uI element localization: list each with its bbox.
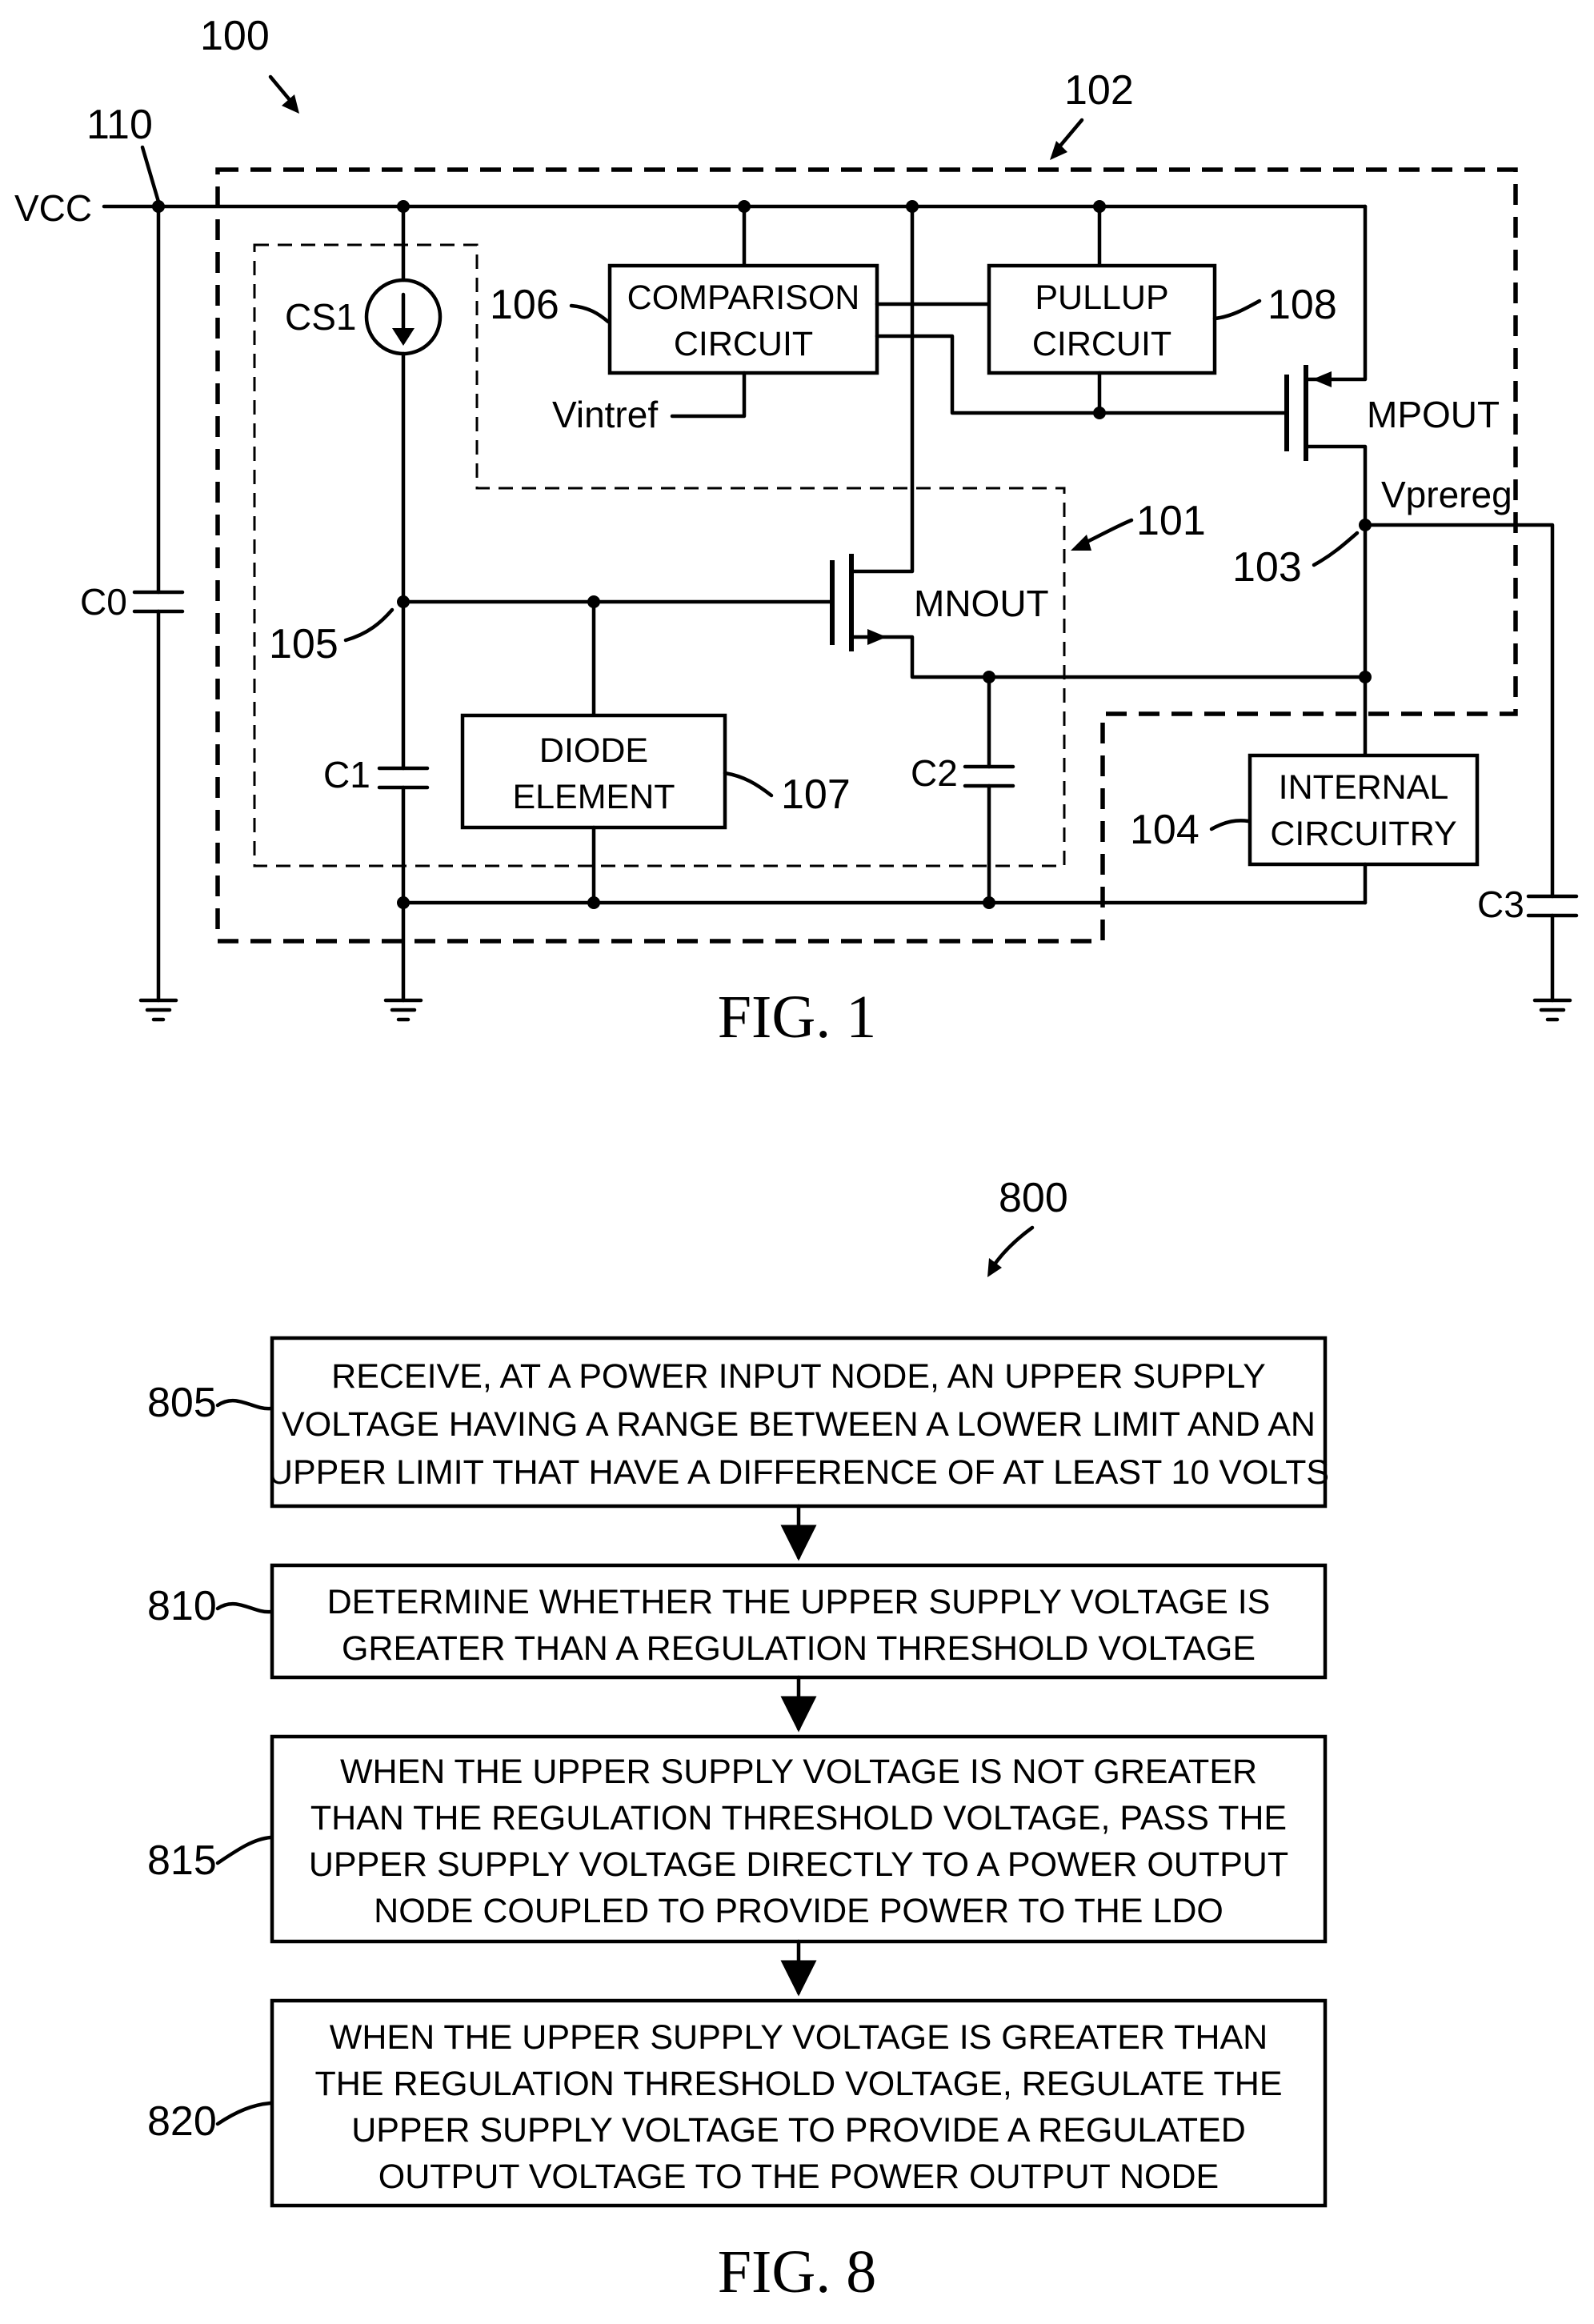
step-815-line2: THAN THE REGULATION THRESHOLD VOLTAGE, P…: [310, 1799, 1287, 1837]
leader-110: [142, 147, 158, 202]
leader-106: [571, 306, 608, 322]
arrowhead-102: [1050, 141, 1067, 160]
step-820-line4: OUTPUT VOLTAGE TO THE POWER OUTPUT NODE: [378, 2158, 1219, 2196]
ref-103: 103: [1232, 544, 1302, 591]
step-810-ref: 810: [147, 1583, 217, 1629]
fig8-flowchart: 800 RECEIVE, AT A POWER INPUT NODE, AN U…: [147, 1175, 1329, 2306]
step-805-ref: 805: [147, 1380, 217, 1426]
ref-100: 100: [200, 13, 270, 59]
ground-icon-c0: [141, 1000, 176, 1020]
c1-capacitor: [379, 768, 427, 787]
ref-101: 101: [1136, 498, 1206, 544]
fig1-circuit: 100 110 102 101 VCC C0 CS1: [14, 13, 1576, 1051]
leader-805: [218, 1400, 270, 1408]
junction-ground-diode: [587, 896, 600, 909]
ref-106: 106: [490, 282, 559, 328]
diode-label-line1: DIODE: [539, 731, 648, 770]
mnout-source-arrow: [867, 629, 887, 645]
comparison-label-line2: CIRCUIT: [674, 325, 813, 363]
ref-107: 107: [781, 771, 851, 818]
internal-label-line2: CIRCUITRY: [1270, 815, 1456, 853]
internal-label-line1: INTERNAL: [1279, 768, 1449, 807]
arrowhead-800: [987, 1258, 1002, 1277]
ref-102: 102: [1064, 67, 1134, 114]
mnout-source: [851, 637, 1365, 677]
c0-label: C0: [80, 581, 127, 623]
mnout-drain: [851, 206, 912, 571]
leader-105: [346, 610, 392, 640]
leader-103: [1314, 533, 1357, 565]
ref-108: 108: [1268, 282, 1337, 328]
pullup-label-line2: CIRCUIT: [1032, 325, 1171, 363]
cs1-arrow-head: [392, 328, 415, 346]
vintref-wire: [672, 373, 744, 416]
step-815-ref: 815: [147, 1837, 217, 1884]
ref-104: 104: [1130, 807, 1200, 853]
step-820-ref: 820: [147, 2098, 217, 2145]
leader-815: [218, 1837, 270, 1863]
step-820-line3: UPPER SUPPLY VOLTAGE TO PROVIDE A REGULA…: [351, 2111, 1246, 2150]
junction-ground-c2: [983, 896, 995, 909]
c2-label: C2: [911, 752, 958, 794]
leader-800: [992, 1228, 1032, 1268]
step-810-line2: GREATER THAN A REGULATION THRESHOLD VOLT…: [342, 1629, 1256, 1668]
step-810-line1: DETERMINE WHETHER THE UPPER SUPPLY VOLTA…: [327, 1583, 1271, 1621]
fig8-caption: FIG. 8: [718, 2238, 876, 2306]
step-820-line1: WHEN THE UPPER SUPPLY VOLTAGE IS GREATER…: [330, 2018, 1268, 2057]
cs1-label: CS1: [285, 296, 356, 338]
step-815-line4: NODE COUPLED TO PROVIDE POWER TO THE LDO: [374, 1892, 1224, 1930]
mpout-label: MPOUT: [1367, 394, 1500, 435]
fig1-caption: FIG. 1: [718, 984, 876, 1051]
mnout-label: MNOUT: [914, 583, 1049, 624]
mpout-drain: [1306, 447, 1365, 677]
mpout-source-arrow: [1312, 371, 1332, 387]
arrowhead-100: [282, 94, 299, 114]
step-815-line1: WHEN THE UPPER SUPPLY VOLTAGE IS NOT GRE…: [340, 1753, 1257, 1791]
step-815-line3: UPPER SUPPLY VOLTAGE DIRECTLY TO A POWER…: [309, 1845, 1288, 1884]
vintref-label: Vintref: [552, 394, 658, 435]
leader-107: [725, 773, 771, 795]
leader-810: [218, 1604, 270, 1612]
c0-capacitor: [134, 592, 182, 611]
leader-108: [1215, 301, 1260, 319]
junction-ground-c1: [397, 896, 410, 909]
ground-icon-c3: [1535, 1000, 1570, 1020]
c1-label: C1: [323, 754, 370, 795]
leader-820: [218, 2103, 270, 2124]
vcc-label: VCC: [14, 187, 92, 229]
c3-label: C3: [1477, 884, 1524, 925]
ref-110: 110: [86, 102, 153, 148]
c3-capacitor: [1528, 896, 1576, 916]
step-805-line2: VOLTAGE HAVING A RANGE BETWEEN A LOWER L…: [282, 1405, 1316, 1444]
diode-label-line2: ELEMENT: [512, 778, 675, 816]
vprereg-label: Vprereg: [1381, 474, 1512, 515]
ref-800: 800: [999, 1175, 1068, 1221]
comparison-label-line1: COMPARISON: [627, 278, 860, 317]
step-805-line1: RECEIVE, AT A POWER INPUT NODE, AN UPPER…: [331, 1357, 1266, 1396]
step-820-line2: THE REGULATION THRESHOLD VOLTAGE, REGULA…: [315, 2065, 1283, 2103]
pullup-label-line1: PULLUP: [1035, 278, 1168, 317]
step-805-line3: UPPER LIMIT THAT HAVE A DIFFERENCE OF AT…: [268, 1453, 1329, 1492]
leader-101: [1082, 520, 1131, 544]
arrowhead-101: [1071, 535, 1091, 551]
leader-104: [1212, 820, 1248, 829]
ref-105: 105: [269, 621, 338, 667]
c2-capacitor: [965, 767, 1013, 786]
ground-icon-c1: [386, 1000, 421, 1020]
